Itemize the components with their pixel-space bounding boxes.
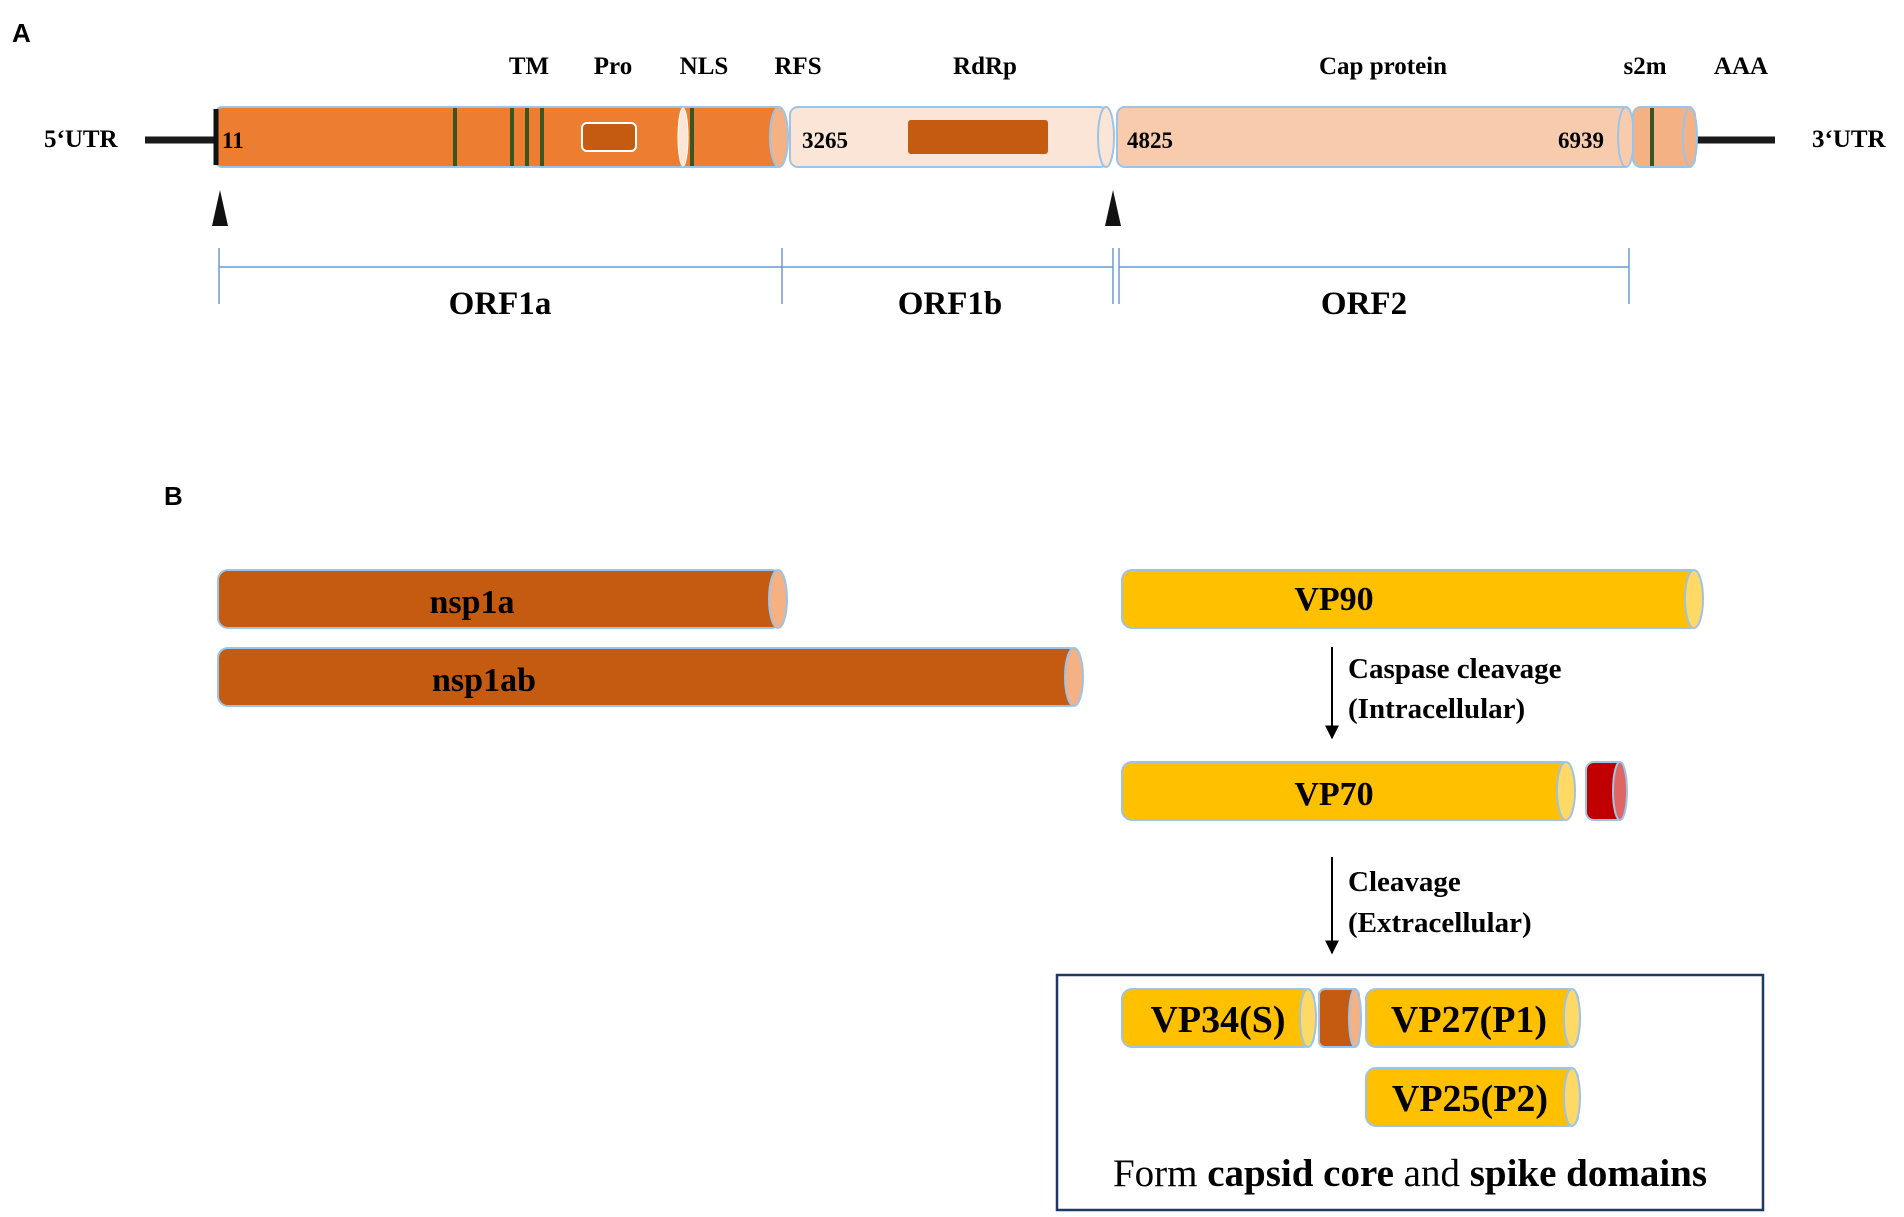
start-codon-marker	[212, 190, 228, 226]
rfs-marker	[677, 107, 689, 167]
utr3-label: 3‘UTR	[1812, 126, 1887, 153]
orf1a-label: ORF1a	[449, 286, 552, 322]
orf2-end-position: 6939	[1558, 128, 1604, 153]
linker-fragment	[1318, 988, 1362, 1048]
tm-label: TM	[509, 53, 549, 80]
orf2-label: ORF2	[1321, 286, 1407, 322]
nsp1a-bar	[217, 569, 788, 629]
orf1a-segment	[213, 106, 789, 168]
pro-label: Pro	[594, 53, 632, 80]
nsp1ab-bar	[217, 647, 1084, 707]
panel-a-label: A	[12, 18, 31, 48]
cleavage-step-line2: (Extracellular)	[1348, 907, 1532, 939]
vp34-bar	[1121, 988, 1317, 1048]
orf2-start-position: 4825	[1127, 128, 1173, 153]
vp25-bar	[1365, 1067, 1581, 1127]
nsp1ab-label: nsp1ab	[432, 662, 536, 699]
nsp1a-label: nsp1a	[429, 584, 514, 621]
rfs-label: RFS	[774, 53, 821, 80]
vp70-bar	[1121, 761, 1576, 821]
panel-b-label: B	[164, 481, 183, 511]
caption-part1: Form	[1113, 1152, 1207, 1195]
aaa-label: AAA	[1714, 53, 1768, 80]
vp27-label: VP27(P1)	[1391, 999, 1547, 1041]
caspase-step-line2: (Intracellular)	[1348, 693, 1525, 725]
caspase-step-line1: Caspase cleavage	[1348, 653, 1562, 685]
nls-label: NLS	[680, 53, 729, 80]
vp70-label: VP70	[1294, 776, 1373, 813]
orf2-segment	[1116, 106, 1635, 168]
vp90-label: VP90	[1294, 581, 1373, 618]
cleavage-step-line1: Cleavage	[1348, 866, 1461, 898]
orf1b-label: ORF1b	[898, 286, 1003, 322]
orf2-start-marker	[1105, 190, 1121, 226]
vp27-bar	[1365, 988, 1581, 1048]
protease-box	[581, 122, 637, 152]
rdrp-box	[908, 120, 1048, 154]
orf1b-start-position: 3265	[802, 128, 848, 153]
vp25-label: VP25(P2)	[1392, 1078, 1548, 1120]
vp90-bar	[1121, 569, 1704, 629]
vp34-label: VP34(S)	[1150, 999, 1285, 1041]
start-position: 11	[222, 128, 244, 153]
orf-brackets	[218, 248, 1630, 304]
caption-bold1: capsid core	[1207, 1152, 1394, 1195]
s2m-segment	[1632, 106, 1698, 168]
caption-bold2: spike domains	[1470, 1152, 1707, 1195]
cap-protein-label: Cap protein	[1319, 53, 1447, 80]
cleaved-fragment	[1585, 761, 1628, 821]
utr5-label: 5‘UTR	[44, 126, 119, 153]
products-box	[1055, 973, 1765, 1212]
caption-part2: and	[1394, 1152, 1470, 1195]
rdrp-label: RdRp	[953, 53, 1017, 80]
products-caption: Form capsid core and spike domains	[1113, 1152, 1707, 1195]
s2m-label: s2m	[1623, 53, 1666, 80]
